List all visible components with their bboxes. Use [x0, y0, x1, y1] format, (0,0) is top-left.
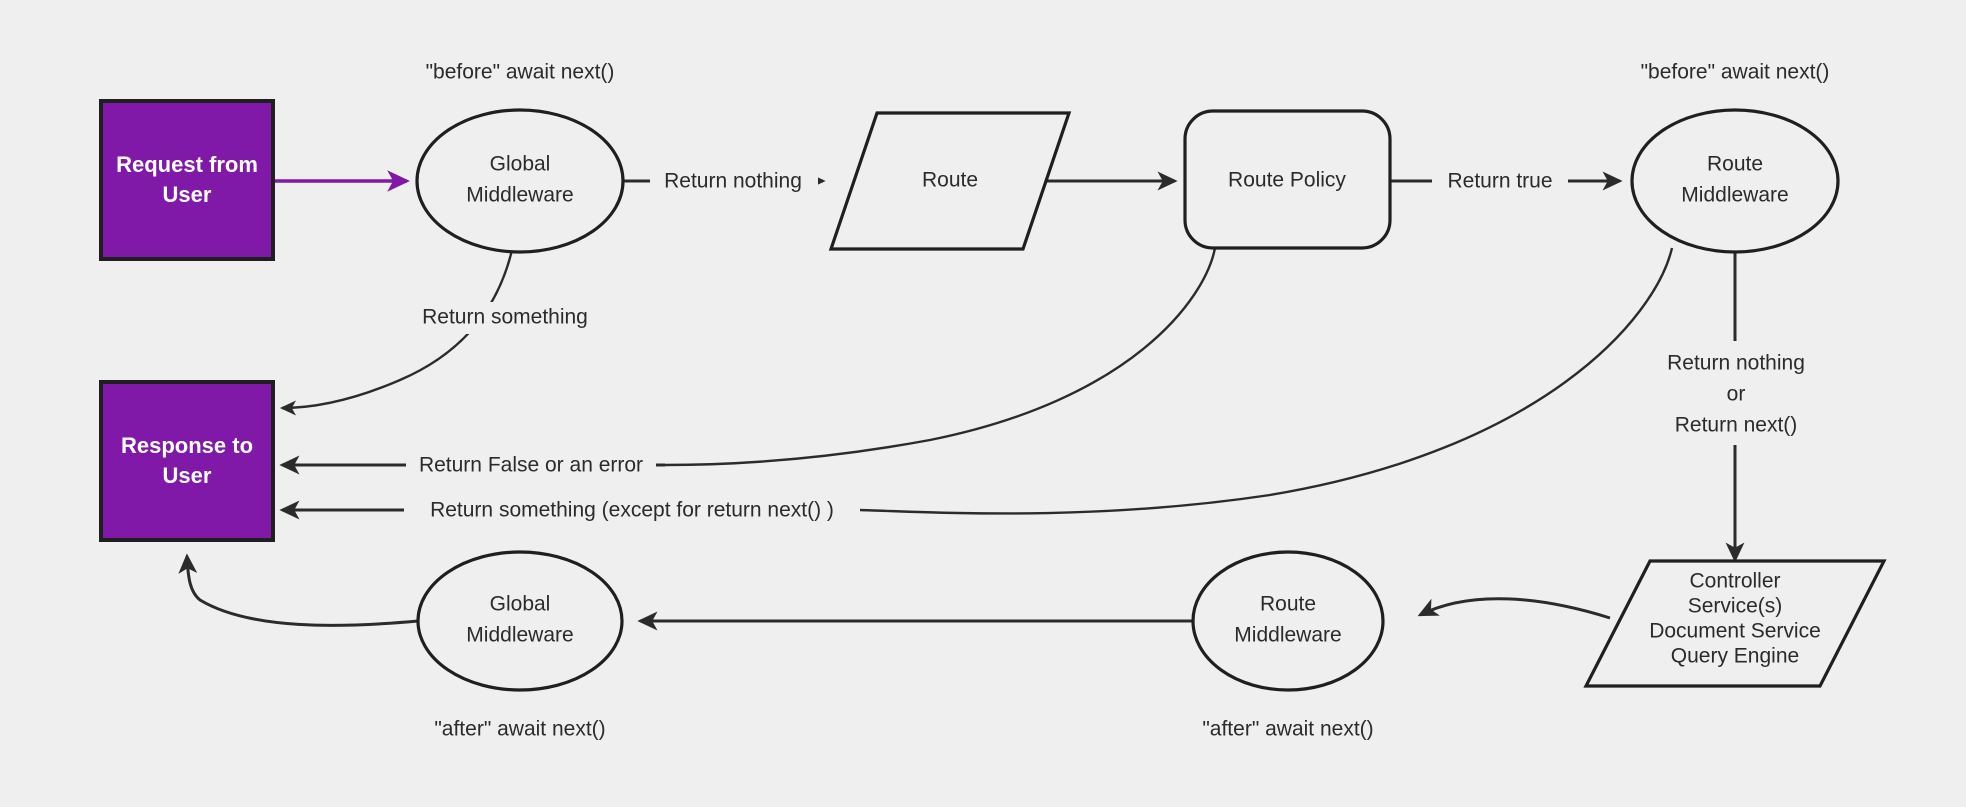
annotation-before-await-next-route: "before" await next() [1641, 61, 1830, 84]
edge-global-middleware-to-route: Return nothing [623, 166, 826, 196]
node-global-middleware-after[interactable]: Global Middleware [416, 550, 624, 692]
edge-route-middleware-to-controller: Return nothing or Return next() [1640, 250, 1832, 563]
node-route-middleware-after-line1: Route [1260, 593, 1316, 616]
edge-route-policy-to-route-middleware: Return true [1390, 166, 1623, 196]
node-global-middleware-before-line2: Middleware [466, 184, 573, 207]
node-global-middleware-before-line1: Global [490, 153, 551, 176]
edge-global-middleware-return-something: Return something [279, 249, 605, 416]
edge-controller-to-route-middleware-after [1417, 597, 1611, 620]
annotation-before-await-next-global: "before" await next() [426, 61, 615, 84]
node-global-middleware-after-line1: Global [490, 593, 551, 616]
node-route-middleware-before-line1: Route [1707, 153, 1763, 176]
edge-label-return-nothing-branch: Return nothing [1667, 352, 1805, 375]
node-request-label-line1: Request from [116, 152, 258, 177]
edge-label-return-nothing: Return nothing [664, 170, 802, 193]
node-route-label: Route [922, 169, 978, 192]
edge-route-policy-return-false: Return False or an error [279, 247, 1217, 482]
node-request-from-user[interactable]: Request from User [99, 99, 275, 261]
node-route-middleware-before-line2: Middleware [1681, 184, 1788, 207]
node-route-middleware-after-line2: Middleware [1234, 624, 1341, 647]
edge-global-middleware-after-to-response [178, 553, 419, 627]
node-controller-services[interactable]: Controller Service(s) Document Service Q… [1583, 559, 1887, 688]
node-route-policy[interactable]: Route Policy [1183, 109, 1392, 250]
annotation-after-await-next-route: "after" await next() [1202, 718, 1373, 741]
node-controller-line4: Query Engine [1671, 645, 1799, 668]
edge-route-middleware-return-something: Return something (except for return next… [279, 247, 1674, 526]
node-route-policy-label: Route Policy [1228, 169, 1346, 192]
node-response-to-user[interactable]: Response to User [99, 380, 275, 542]
node-controller-line3: Document Service [1649, 620, 1821, 643]
edge-label-return-true: Return true [1447, 170, 1552, 193]
edge-label-return-something-except-next: Return something (except for return next… [430, 499, 834, 522]
edge-label-return-next: Return next() [1675, 414, 1798, 437]
edge-label-return-something: Return something [422, 306, 588, 329]
edge-label-return-false-or-error: Return False or an error [419, 454, 643, 477]
node-route[interactable]: Route [828, 111, 1072, 251]
node-global-middleware-after-line2: Middleware [466, 624, 573, 647]
node-route-middleware-before[interactable]: Route Middleware [1630, 108, 1840, 254]
node-response-label-line1: Response to [121, 433, 253, 458]
edge-label-or: or [1727, 383, 1746, 406]
node-global-middleware-before[interactable]: Global Middleware [415, 108, 625, 254]
node-request-label-line2: User [163, 182, 212, 207]
node-response-label-line2: User [163, 463, 212, 488]
node-controller-line2: Service(s) [1688, 595, 1783, 618]
annotation-after-await-next-global: "after" await next() [434, 718, 605, 741]
node-route-middleware-after[interactable]: Route Middleware [1191, 550, 1385, 692]
node-controller-line1: Controller [1689, 570, 1780, 593]
